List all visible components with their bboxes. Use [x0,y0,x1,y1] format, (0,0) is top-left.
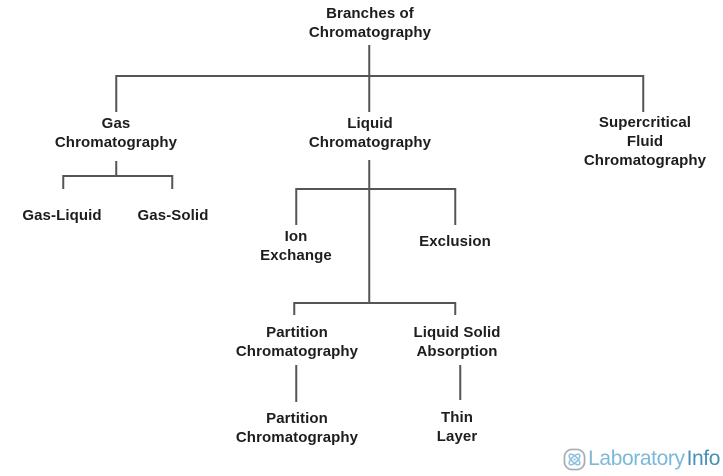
connector-gas-drop [115,75,117,112]
node-gas-chromatography: Gas Chromatography [54,115,178,152]
node-exclusion: Exclusion [419,233,491,250]
node-gas-liquid: Gas-Liquid [22,207,102,224]
connector-liquid-solid-drop [454,302,456,315]
node-gas-solid: Gas-Solid [137,207,209,224]
node-thin-layer: Thin Layer [436,409,478,446]
logo-brand-secondary: Info [686,447,721,470]
connector-liquid-trunk [368,160,370,303]
logo-brand-primary: Laboratory [588,447,685,470]
connector-root-drop [368,45,370,112]
connector-thin-layer-stub [459,365,461,400]
connector-supercritical-drop [642,75,644,112]
node-partition-chromatography: Partition Chromatography [235,324,359,361]
atom-icon [563,448,586,471]
connector-liquid-rail1 [296,188,456,190]
connector-partition-drop [293,302,295,315]
connector-gas-rail [63,175,173,177]
connector-ion-exchange-drop [295,188,297,225]
connector-level1-rail [116,75,644,77]
connector-partition-child-stub [295,365,297,402]
node-partition-chromatography-child: Partition Chromatography [235,410,359,447]
connector-exclusion-drop [454,188,456,225]
connector-gas-stub [115,161,117,176]
node-supercritical-fluid-chromatography: Supercritical Fluid Chromatography [583,114,707,170]
node-branches-of-chromatography: Branches of Chromatography [308,5,432,42]
connector-gas-solid-drop [171,175,173,189]
connector-liquid-rail2 [294,302,455,304]
node-ion-exchange: Ion Exchange [260,228,332,265]
node-liquid-chromatography: Liquid Chromatography [308,115,432,152]
connector-gas-liquid-drop [62,175,64,189]
node-liquid-solid-absorption: Liquid Solid Absorption [413,324,501,361]
